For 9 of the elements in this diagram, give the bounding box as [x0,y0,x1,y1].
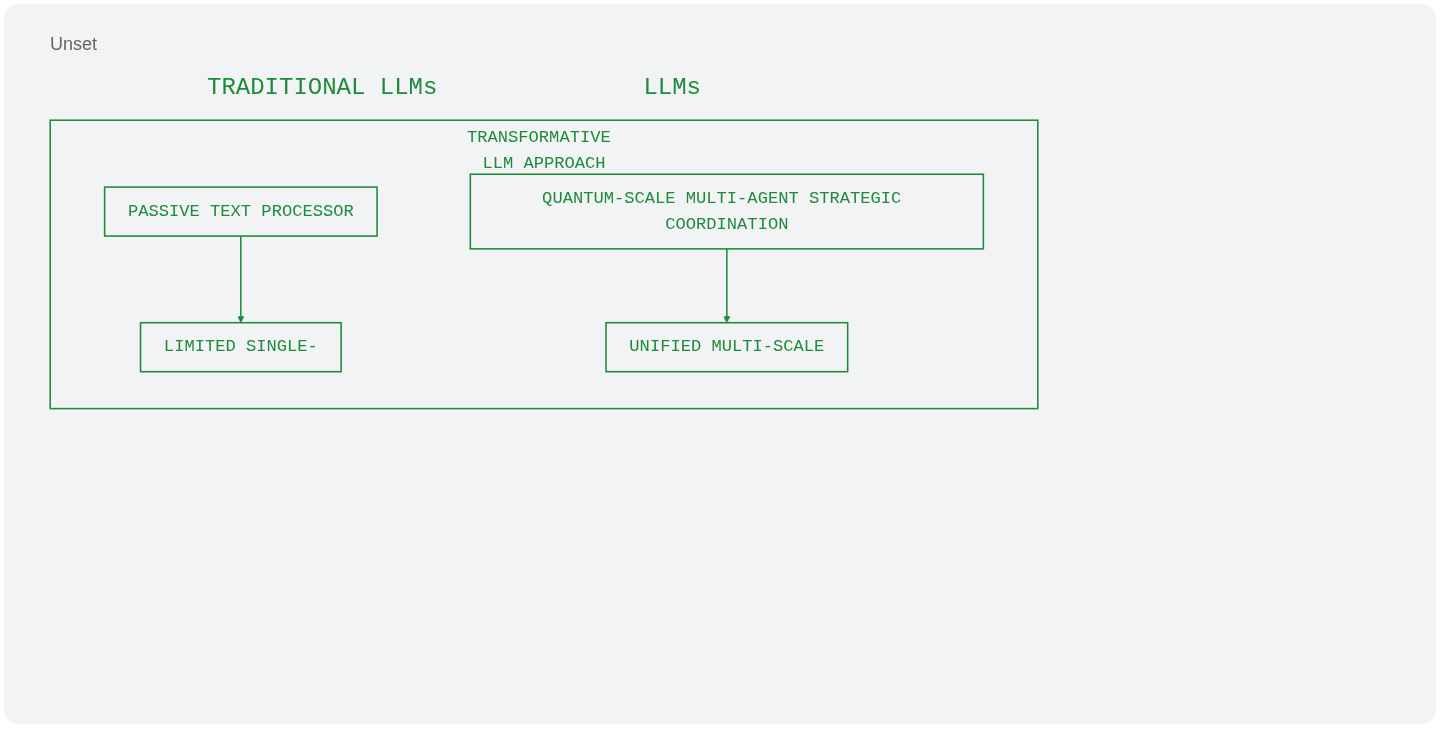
arrow [237,235,245,323]
node-box: QUANTUM-SCALE MULTI-AGENT STRATEGIC COORDINATION [469,173,985,250]
node-box: LIMITED SINGLE- [139,321,342,373]
node-box: UNIFIED MULTI-SCALE [605,321,849,373]
node-box: PASSIVE TEXT PROCESSOR [103,186,378,237]
column-heading: LLMs [643,74,701,101]
arrow [723,248,731,323]
column-heading: TRADITIONAL LLMs [207,74,438,101]
code-language-label: Unset [50,34,98,54]
